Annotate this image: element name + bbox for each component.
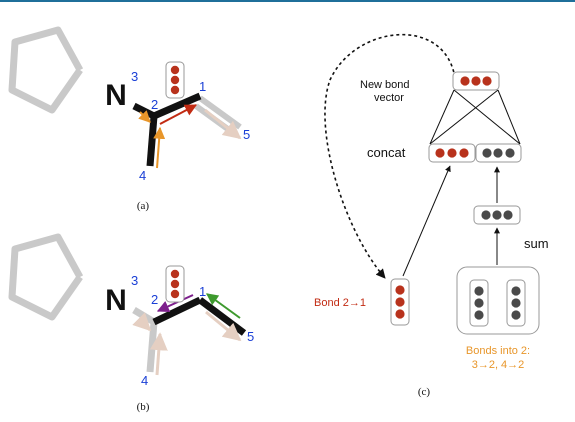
vector-dot <box>170 289 180 299</box>
top-rule <box>0 0 575 2</box>
vector-dot <box>170 75 180 85</box>
atom-index-3: 3 <box>131 273 138 288</box>
vector-dot <box>511 310 521 320</box>
ring-bonds <box>8 233 84 321</box>
fc-line <box>429 89 499 145</box>
vector-dot <box>511 298 521 308</box>
sum-label: sum <box>524 236 549 251</box>
nitrogen-atom: N <box>105 284 127 317</box>
bonds-into-2-label: Bonds into 2: <box>466 345 530 357</box>
fc-line <box>497 89 521 145</box>
atom-index-1: 1 <box>199 284 206 299</box>
vector-dot <box>474 298 484 308</box>
gray-bond-n-2 <box>132 306 156 326</box>
arrow-2-to-1 <box>159 104 198 125</box>
vector-dot <box>482 148 492 158</box>
arrow-pale-1-5 <box>204 108 242 140</box>
vector-dot <box>435 148 445 158</box>
arrow-4-to-2 <box>153 126 166 169</box>
vector-dot <box>482 76 492 86</box>
arrow-pale-4-2 <box>149 332 168 376</box>
atom-index-2: 2 <box>151 97 158 112</box>
bond-2-4 <box>146 115 158 167</box>
arrow-1-to-2 <box>156 294 194 312</box>
bond-2-1-label: Bond 2→1 <box>314 297 366 309</box>
atom-index-5: 5 <box>243 127 250 142</box>
vector-dot <box>170 279 180 289</box>
atom-index-4: 4 <box>139 168 146 183</box>
vector-dot <box>170 65 180 75</box>
bond-2-1 <box>152 296 202 326</box>
vector-dot <box>459 148 469 158</box>
arrow-3-to-2 <box>138 110 151 123</box>
nitrogen-atom: N <box>105 79 127 112</box>
vector-dot <box>511 286 521 296</box>
vector-dot <box>471 76 481 86</box>
panel-c: New bond vector concat sum Bond 2→1 Bond… <box>314 33 549 398</box>
vector-dot <box>505 148 515 158</box>
vector-dot <box>474 310 484 320</box>
vector-dot <box>460 76 470 86</box>
bonds-into-2-container <box>456 266 540 335</box>
vector-dot <box>395 297 405 307</box>
ring-bonds <box>8 26 84 114</box>
caption-c: (c) <box>418 386 431 398</box>
vector-dot <box>474 286 484 296</box>
vector-dot <box>395 309 405 319</box>
gray-bond-2-4 <box>146 321 158 373</box>
vector-dot <box>395 285 405 295</box>
vector-dot <box>170 269 180 279</box>
dashed-feedback-arrow <box>324 33 456 279</box>
arrow-bond-to-concat <box>402 165 451 277</box>
vector-dot <box>447 148 457 158</box>
bonds-into-2-list: 3→2, 4→2 <box>472 359 525 371</box>
atom-index-3: 3 <box>131 69 138 84</box>
arrow-5-to-1 <box>206 293 241 319</box>
panel-b: N 3 2 1 4 5 (b) <box>8 233 254 413</box>
vector-dot <box>493 148 503 158</box>
caption-a: (a) <box>137 200 150 212</box>
atom-index-2: 2 <box>151 292 158 307</box>
arrow-pale-1-5 <box>205 310 242 342</box>
panel-a: N 3 2 1 4 5 (a) <box>8 26 250 212</box>
new-bond-label-line2: vector <box>374 92 404 104</box>
concat-label: concat <box>367 145 406 160</box>
atom-index-4: 4 <box>141 373 148 388</box>
vector-dot <box>503 210 513 220</box>
atom-index-5: 5 <box>247 329 254 344</box>
vector-dot <box>492 210 502 220</box>
vector-dot <box>170 85 180 95</box>
bond-2-1 <box>152 92 202 120</box>
vector-dot <box>481 210 491 220</box>
arrow-pale-3-2 <box>132 312 152 332</box>
atom-index-1: 1 <box>199 79 206 94</box>
fc-line <box>429 89 455 145</box>
fc-line <box>453 89 521 145</box>
caption-b: (b) <box>137 401 150 413</box>
new-bond-label-line1: New bond <box>360 79 410 91</box>
